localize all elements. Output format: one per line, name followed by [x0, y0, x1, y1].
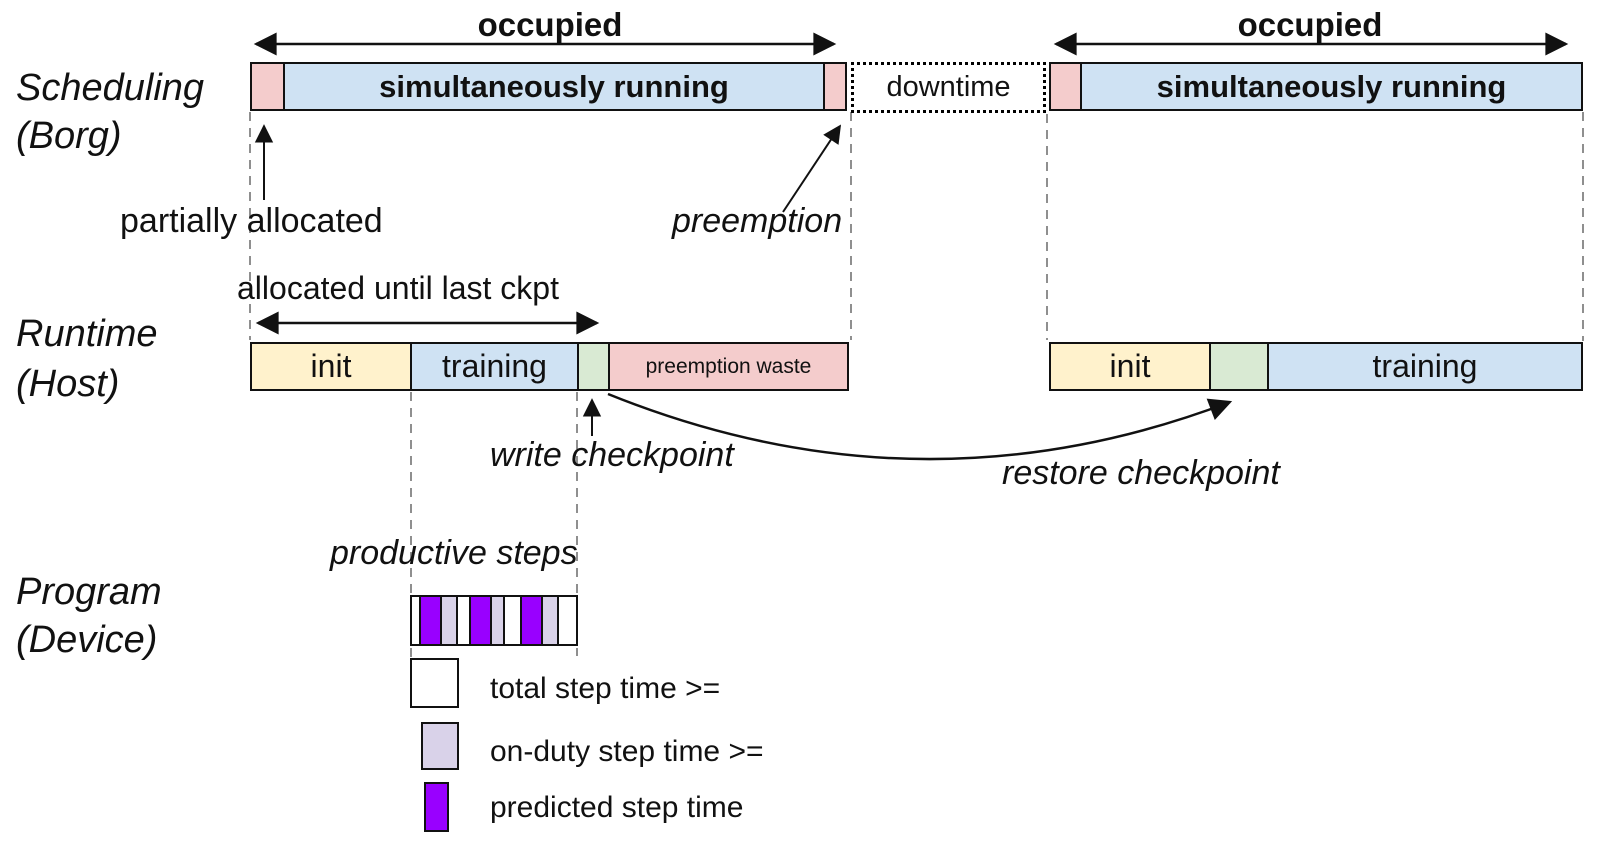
occupied-left-label: occupied	[477, 6, 623, 43]
step-segment-purple	[520, 597, 542, 644]
downtime-box: downtime	[851, 62, 1046, 113]
row-label-runtime-sub: (Host)	[16, 363, 120, 405]
legend-label-onduty: on-duty step time >=	[490, 735, 764, 768]
legend-swatch-onduty	[421, 722, 459, 770]
preemption-segment	[823, 64, 845, 109]
step-segment-white	[412, 597, 419, 644]
runtime-bar-1: init training preemption waste	[250, 342, 849, 391]
legend-swatch-total	[410, 658, 459, 708]
scheduling-bar-1: simultaneously running	[250, 62, 847, 111]
partially-allocated-label: partially allocated	[120, 202, 383, 240]
simultaneously-running-label-1: simultaneously running	[379, 68, 729, 104]
init-label-2: init	[1109, 348, 1151, 384]
partially-allocated-segment-2	[1051, 64, 1080, 109]
row-label-program-sub: (Device)	[16, 619, 158, 661]
simultaneously-running-segment-1: simultaneously running	[283, 64, 823, 109]
training-segment-2: training	[1267, 344, 1581, 389]
scheduling-bar-2: simultaneously running	[1049, 62, 1583, 111]
preemption-label: preemption	[672, 202, 843, 240]
simultaneously-running-label-2: simultaneously running	[1156, 68, 1507, 104]
training-label-2: training	[1372, 348, 1478, 384]
training-label-1: training	[442, 348, 547, 384]
step-segment-purple	[419, 597, 441, 644]
preemption-waste-label: preemption waste	[645, 354, 812, 378]
write-checkpoint-label: write checkpoint	[490, 436, 734, 474]
step-segment-lavender	[489, 597, 504, 644]
productive-steps-label: productive steps	[330, 534, 578, 572]
row-label-scheduling-sub: (Borg)	[16, 115, 122, 157]
row-label-runtime: Runtime	[16, 313, 158, 355]
init-segment-2: init	[1051, 344, 1209, 389]
preemption-arrow	[782, 124, 842, 213]
restore-checkpoint-segment	[1209, 344, 1267, 389]
partially-allocated-segment	[252, 64, 283, 109]
init-label-1: init	[310, 348, 352, 384]
productive-steps-bar	[410, 595, 578, 646]
step-segment-purple	[468, 597, 490, 644]
step-segment-lavender	[541, 597, 557, 644]
row-label-program: Program	[16, 571, 162, 613]
allocated-span-label: allocated until last ckpt	[237, 270, 559, 306]
legend-swatch-predicted	[424, 782, 449, 832]
legend-label-total: total step time >=	[490, 672, 721, 705]
runtime-bar-2: init training	[1049, 342, 1583, 391]
restore-checkpoint-label: restore checkpoint	[1002, 454, 1280, 492]
write-checkpoint-segment	[577, 344, 608, 389]
occupied-right-label: occupied	[1237, 6, 1383, 43]
simultaneously-running-segment-2: simultaneously running	[1080, 64, 1581, 109]
preemption-waste-segment: preemption waste	[608, 344, 847, 389]
legend-label-predicted: predicted step time	[490, 791, 744, 824]
init-segment-1: init	[252, 344, 410, 389]
step-segment-white	[556, 597, 576, 644]
step-segment-white	[456, 597, 469, 644]
row-label-scheduling: Scheduling	[16, 67, 205, 109]
training-segment-1: training	[410, 344, 577, 389]
step-segment-white	[503, 597, 521, 644]
step-segment-lavender	[440, 597, 457, 644]
downtime-label: downtime	[886, 71, 1011, 103]
